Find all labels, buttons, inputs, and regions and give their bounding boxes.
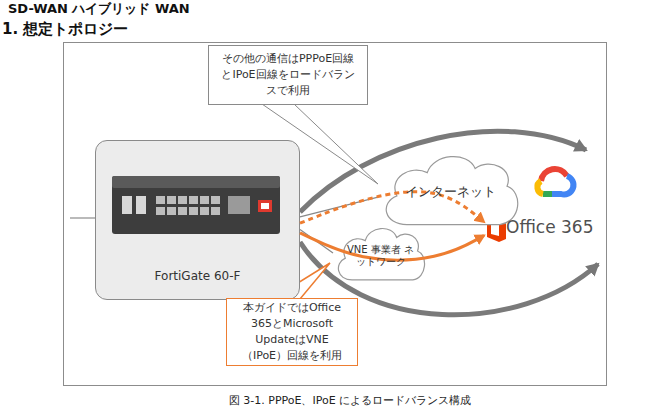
cloud-shape: VNE 事業者 ネットワーク <box>333 222 428 284</box>
section-heading: 1. 想定トポロジー <box>2 20 128 39</box>
link-line <box>300 230 333 253</box>
ipoe-route <box>300 233 484 260</box>
callout-box: 本ガイドではOffice 365とMicrosoft UpdateはVNE（IP… <box>226 298 358 366</box>
internet-route <box>300 192 484 224</box>
node-text: VNE 事業者 ネットワーク <box>343 244 418 268</box>
cloud-shape: インターネット <box>378 148 523 230</box>
lan-line <box>70 217 96 218</box>
node-text: Office 365 <box>506 217 593 237</box>
node-text: FortiGate 60-F <box>155 269 241 283</box>
node-text: 本ガイドではOffice 365とMicrosoft UpdateはVNE（IP… <box>233 300 351 364</box>
section-title: SD-WAN ハイブリッド WAN <box>8 0 190 18</box>
node-text: インターネット <box>405 184 496 200</box>
figure-frame <box>64 43 607 386</box>
device-box: FortiGate 60-F <box>95 140 300 300</box>
cloud-logo <box>537 169 573 195</box>
firewall-device <box>112 176 280 234</box>
link-line <box>300 197 378 217</box>
node-text: その他の通信はPPPoE回線とIPoE回線をロードバランスで利用 <box>217 51 359 99</box>
service-logo: Office 365 <box>484 210 602 244</box>
figure-caption: 図 3-1. PPPoE、IPoE によるロードバランス構成 <box>180 393 520 408</box>
callout-box: その他の通信はPPPoE回線とIPoE回線をロードバランスで利用 <box>208 45 368 105</box>
